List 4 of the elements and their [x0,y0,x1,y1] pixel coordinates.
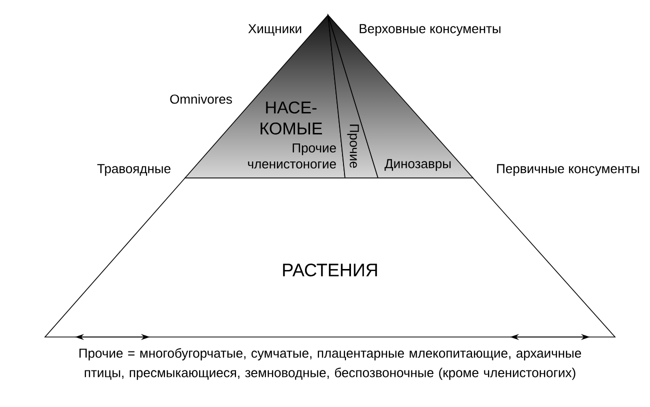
level-label: Первичные консументы [497,164,640,176]
level-label: Травоядные [97,164,170,176]
level-label: Хищники [248,24,302,36]
caption: Прочие = многобугорчатые, сумчатые, плацентарные млекопитающие, архаичные птицы, пресмыкающиеся, земноводные, беспозвоночные (кроме членистоногих) [79,348,582,380]
